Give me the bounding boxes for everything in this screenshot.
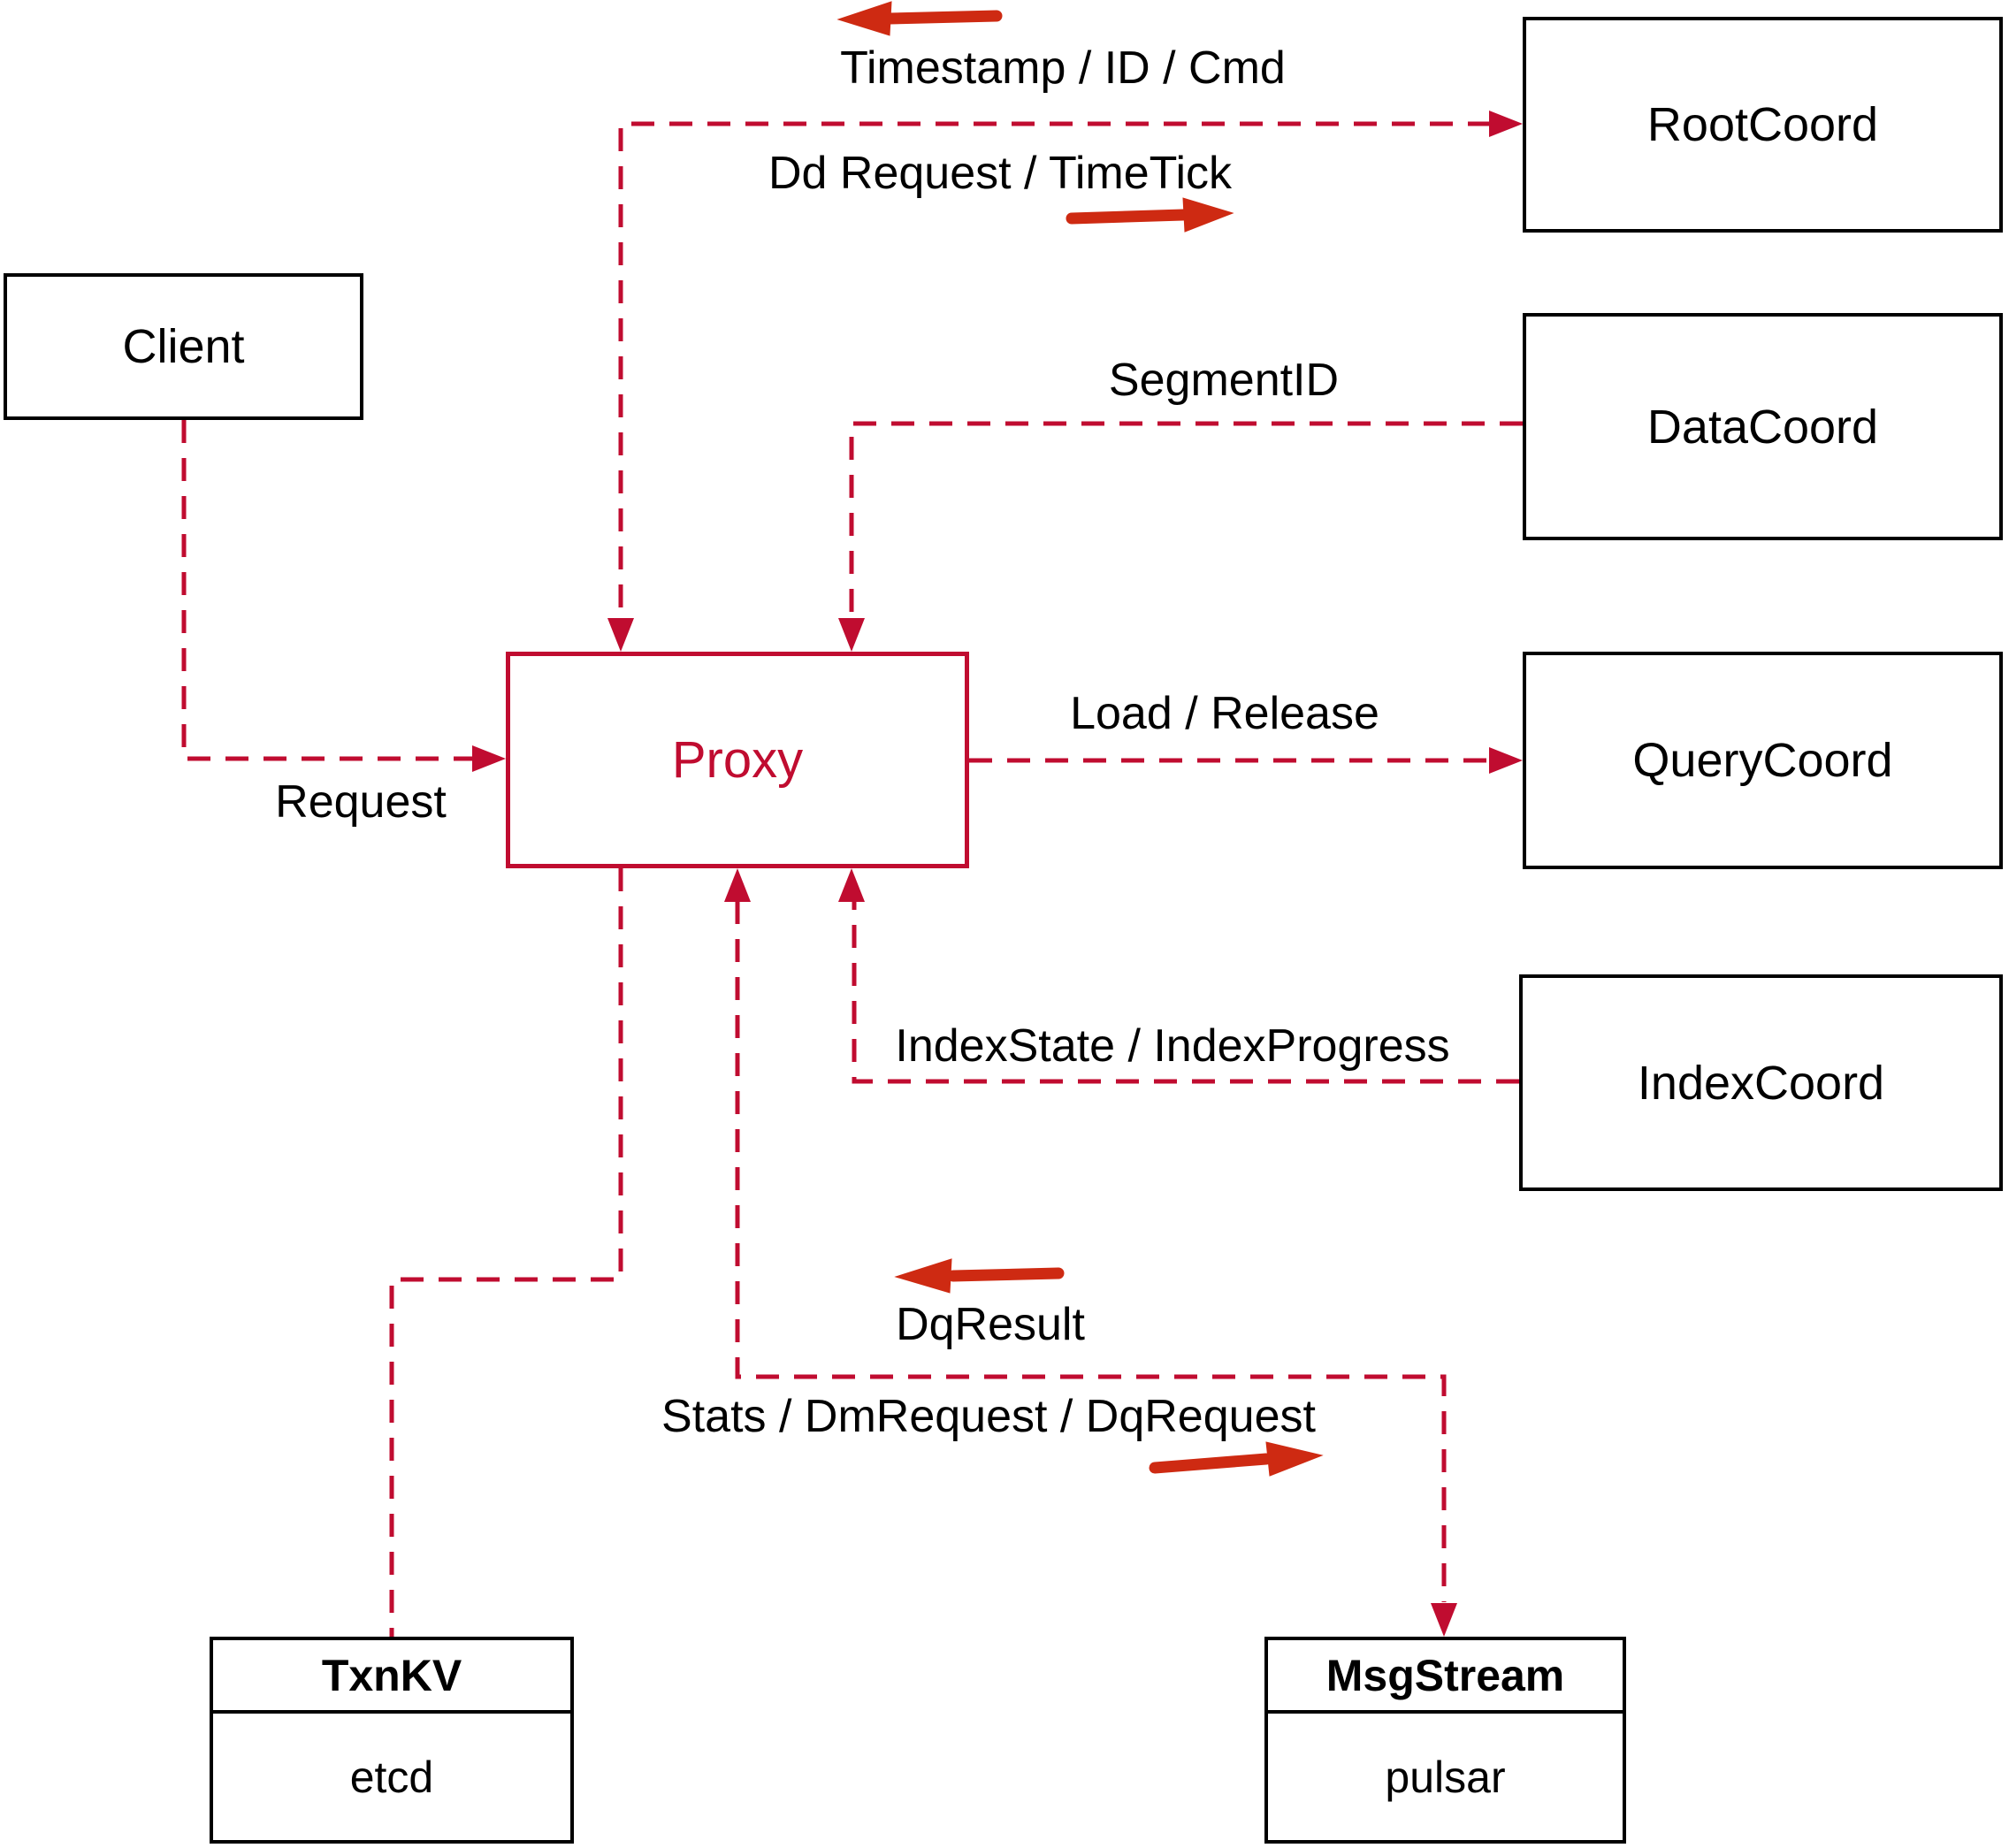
indexcoord-node-label: IndexCoord bbox=[1637, 1056, 1885, 1110]
msgstream-node: MsgStream pulsar bbox=[1264, 1637, 1626, 1844]
rootcoord-node-label: RootCoord bbox=[1646, 98, 1879, 151]
datacoord-node: DataCoord bbox=[1523, 313, 2003, 540]
edge-label-timestamp-id-cmd: Timestamp / ID / Cmd bbox=[840, 42, 1286, 94]
msgstream-node-title: MsgStream bbox=[1268, 1640, 1623, 1714]
edge-label-segment-id: SegmentID bbox=[1108, 355, 1340, 406]
arrowhead-into-proxy-top-left-icon bbox=[607, 618, 634, 652]
datacoord-proxy-connector bbox=[849, 421, 1523, 619]
edge-label-dq-result: DqResult bbox=[896, 1299, 1085, 1350]
arrowhead-into-querycoord-icon bbox=[1489, 747, 1523, 774]
edge-label-dd-request-timetick: Dd Request / TimeTick bbox=[768, 148, 1233, 199]
arrow-left-icon bbox=[836, 1, 1003, 36]
client-node-label: Client bbox=[122, 320, 245, 373]
arrowhead-into-msgstream-icon bbox=[1431, 1603, 1457, 1637]
arrowhead-into-proxy-left-icon bbox=[472, 745, 506, 772]
datacoord-node-label: DataCoord bbox=[1646, 400, 1879, 454]
txnkv-node: TxnKV etcd bbox=[210, 1637, 574, 1844]
txnkv-node-impl: etcd bbox=[349, 1752, 434, 1802]
client-node: Client bbox=[4, 273, 363, 420]
edge-label-index-state: IndexState / IndexProgress bbox=[895, 1020, 1450, 1072]
arrowhead-into-proxy-top-right-icon bbox=[838, 618, 865, 652]
proxy-msgstream-connector bbox=[735, 901, 1447, 1602]
arrowhead-into-rootcoord-icon bbox=[1489, 111, 1523, 137]
edge-label-stats-dm-dq: Stats / DmRequest / DqRequest bbox=[661, 1391, 1316, 1442]
msgstream-node-impl: pulsar bbox=[1385, 1752, 1506, 1802]
proxy-node: Proxy bbox=[506, 652, 969, 868]
edge-label-load-release: Load / Release bbox=[1070, 688, 1379, 739]
arrow-right-icon bbox=[1149, 1441, 1324, 1477]
client-proxy-connector bbox=[181, 420, 474, 761]
proxy-node-label: Proxy bbox=[671, 731, 804, 789]
rootcoord-node: RootCoord bbox=[1523, 17, 2003, 233]
indexcoord-node: IndexCoord bbox=[1519, 974, 2003, 1191]
arrow-right-icon bbox=[1066, 197, 1234, 233]
arrowhead-into-proxy-bottom-left-icon bbox=[724, 868, 751, 902]
arrow-left-icon bbox=[894, 1258, 1065, 1294]
edge-label-request: Request bbox=[275, 776, 447, 828]
arrowhead-into-proxy-bottom-right-icon bbox=[838, 868, 865, 902]
querycoord-node: QueryCoord bbox=[1523, 652, 2003, 869]
querycoord-node-label: QueryCoord bbox=[1632, 734, 1893, 787]
txnkv-node-title: TxnKV bbox=[213, 1640, 570, 1714]
proxy-txnkv-connector bbox=[389, 868, 623, 1637]
